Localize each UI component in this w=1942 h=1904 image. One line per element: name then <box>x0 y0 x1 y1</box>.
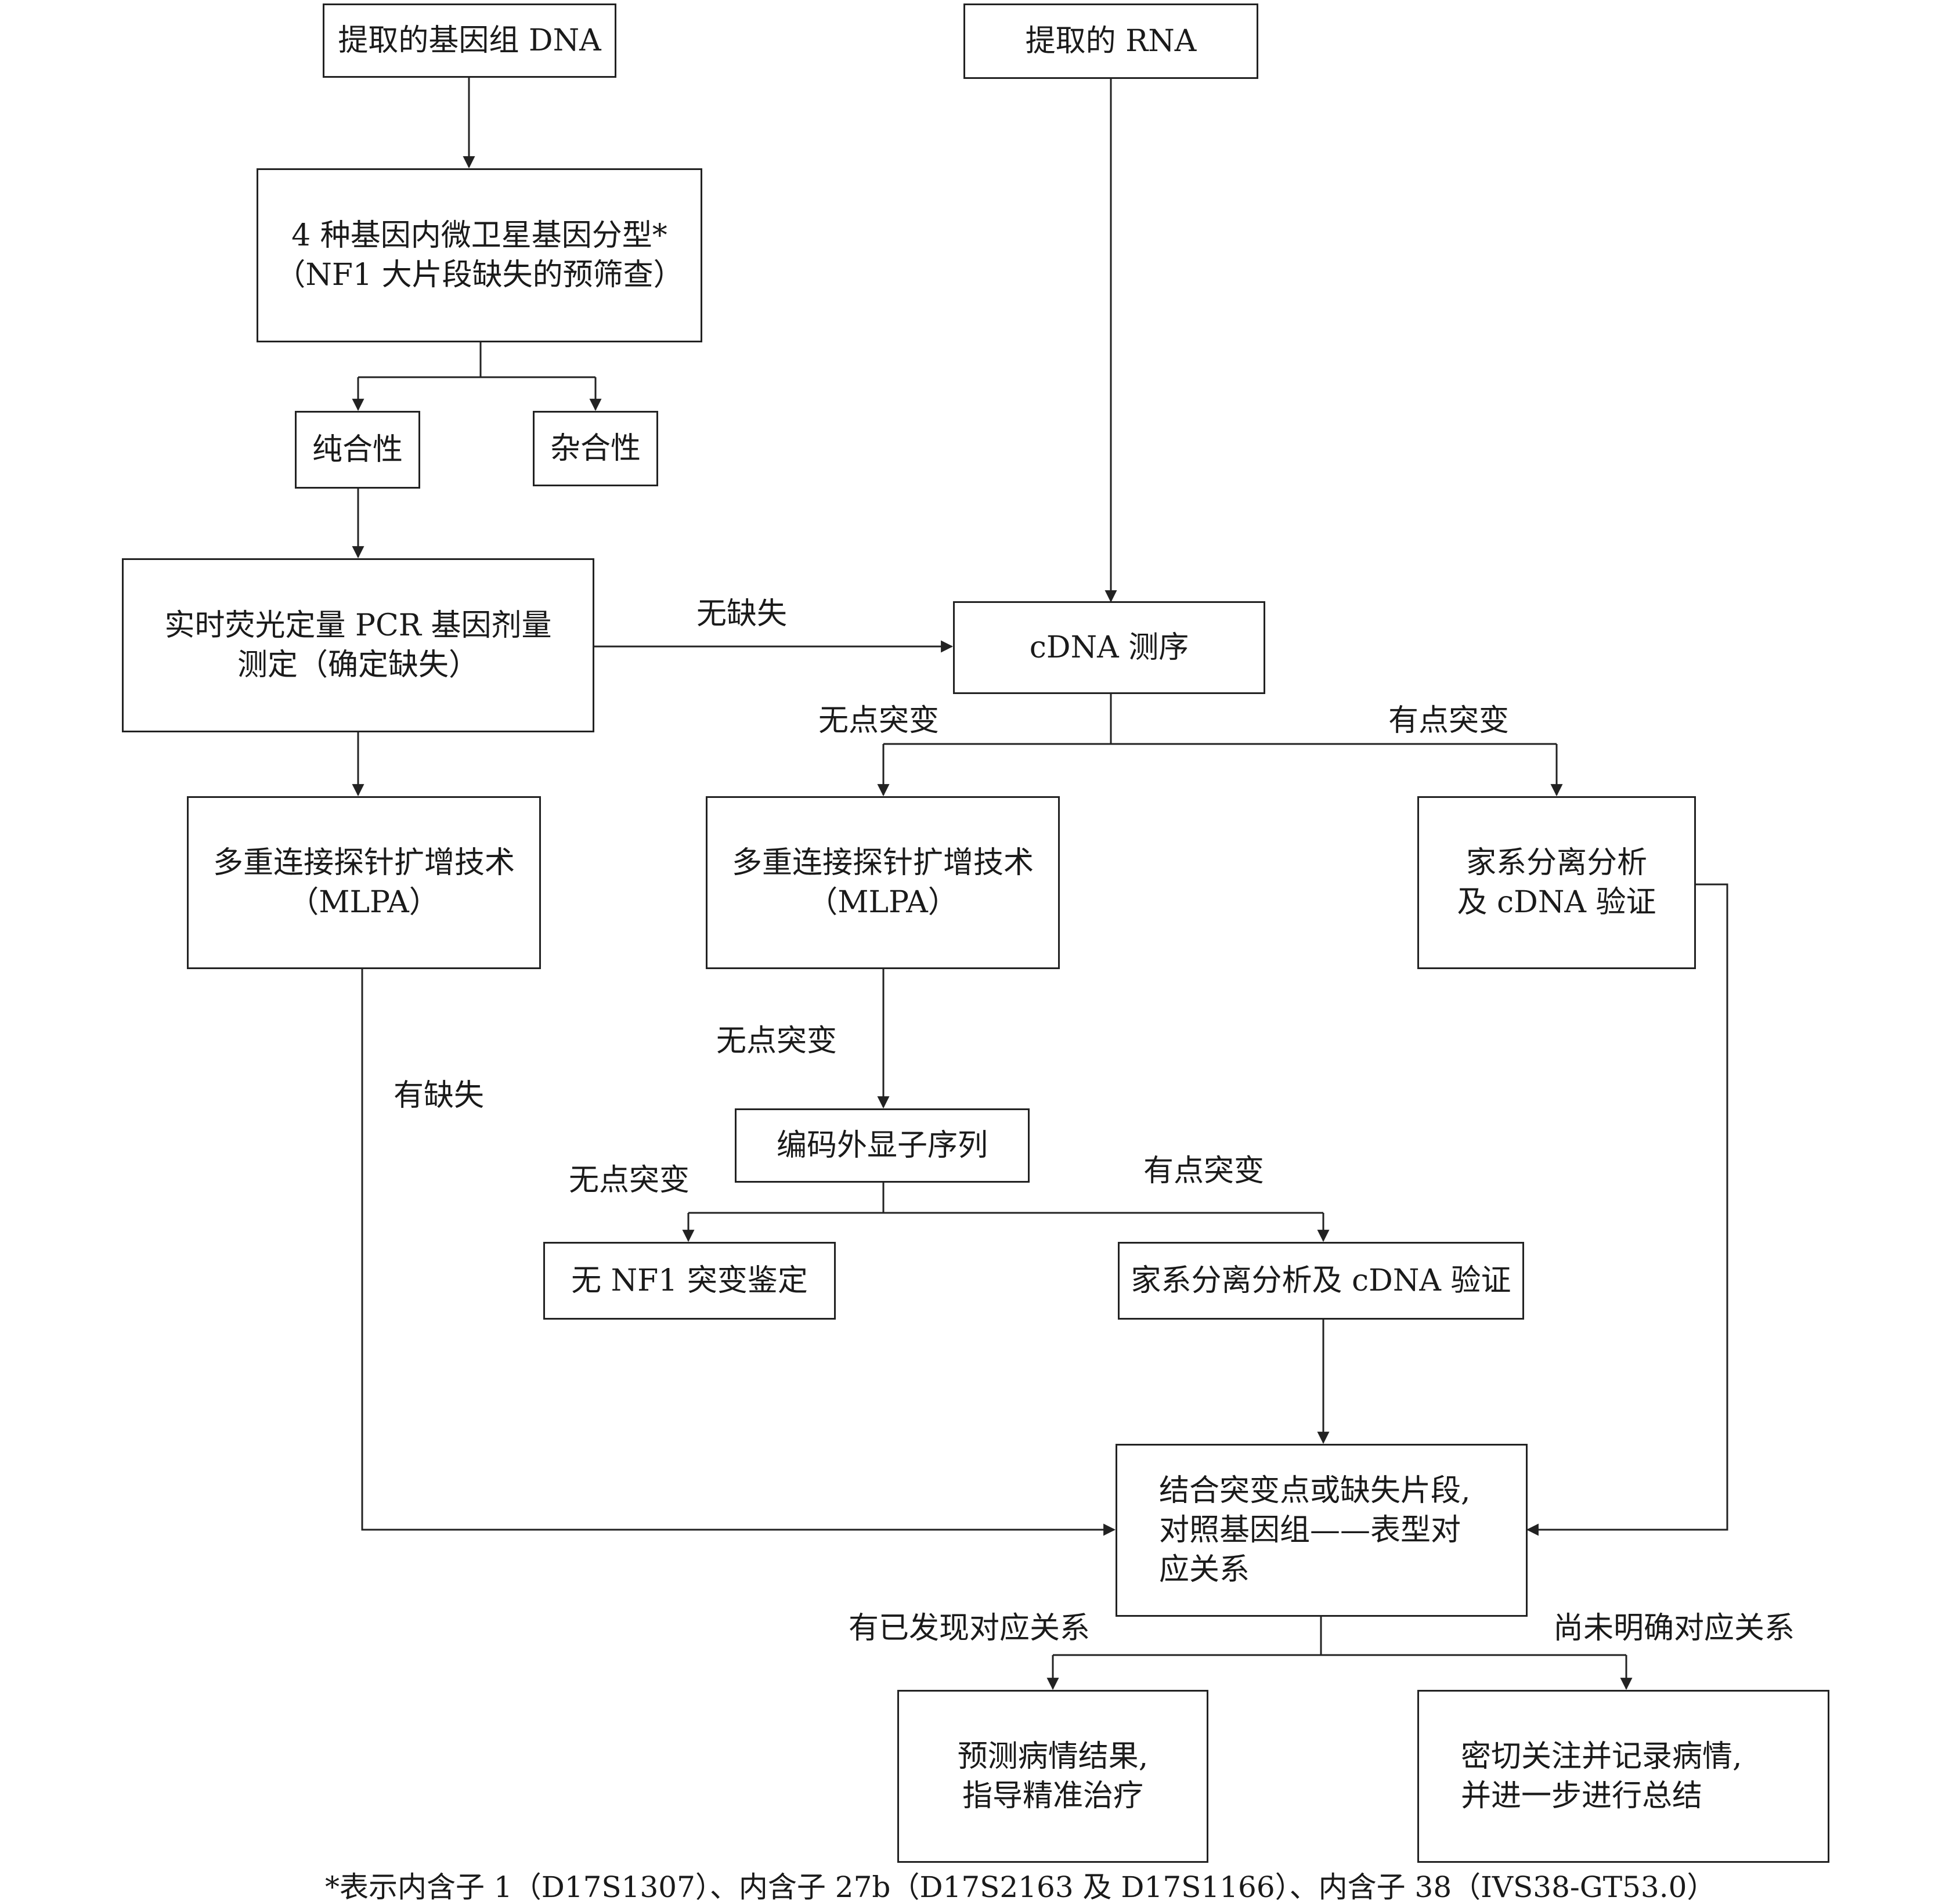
node-line: （NF1 大片段缺失的预筛查） <box>275 258 684 292</box>
node-no-nf1-mutation: 无 NF1 突变鉴定 <box>543 1242 836 1320</box>
node-combine-genotype-phenotype: 结合突变点或缺失片段, 对照基因组——表型对 应关系 <box>1116 1444 1528 1617</box>
node-text: 结合突变点或缺失片段, 对照基因组——表型对 应关系 <box>1159 1471 1471 1589</box>
node-qpcr: 实时荧光定量 PCR 基因剂量 测定（确定缺失） <box>122 558 594 732</box>
node-line: 结合突变点或缺失片段, <box>1159 1473 1471 1508</box>
node-family-analysis-middle: 家系分离分析及 cDNA 验证 <box>1118 1242 1524 1320</box>
node-text: 4 种基因内微卫星基因分型* （NF1 大片段缺失的预筛查） <box>275 216 683 295</box>
node-line: 及 cDNA 验证 <box>1457 885 1656 920</box>
node-line: 家系分离分析 <box>1465 846 1647 880</box>
node-line: 预测病情结果, <box>957 1739 1149 1774</box>
node-line: 对照基因组——表型对 <box>1159 1513 1461 1548</box>
node-line: 4 种基因内微卫星基因分型* <box>291 218 667 253</box>
arrow-family-right-to-combine <box>1526 883 1728 1536</box>
node-line: 应关系 <box>1159 1552 1250 1587</box>
node-line: 实时荧光定量 PCR 基因剂量 <box>164 608 552 643</box>
node-family-analysis-right: 家系分离分析 及 cDNA 验证 <box>1417 796 1696 969</box>
node-extracted-dna: 提取的基因组 DNA <box>323 3 616 78</box>
edge-label-no-point-mutation-cdna: 无点突变 <box>818 703 940 738</box>
node-line: 测定（确定缺失） <box>237 648 479 682</box>
node-text: 家系分离分析及 cDNA 验证 <box>1131 1261 1511 1300</box>
split-microsat <box>358 342 595 378</box>
edge-label-found-relation: 有已发现对应关系 <box>849 1611 1091 1646</box>
node-text: 纯合性 <box>312 430 403 469</box>
edge-label-no-point-mutation-mlpa: 无点突变 <box>716 1024 838 1058</box>
node-homozygous: 纯合性 <box>295 411 420 489</box>
node-text: 提取的 RNA <box>1026 21 1197 61</box>
node-text: 预测病情结果, 指导精准治疗 <box>958 1737 1149 1816</box>
node-monitor-condition: 密切关注并记录病情, 并进一步进行总结 <box>1417 1690 1829 1863</box>
arrow-mlpa-left-to-combine <box>361 969 1116 1536</box>
edge-label-point-mutation-exon: 有点突变 <box>1143 1154 1265 1188</box>
node-line: 多重连接探针扩增技术 <box>212 846 515 880</box>
node-text: cDNA 测序 <box>1030 628 1189 667</box>
node-extracted-rna: 提取的 RNA <box>963 3 1258 79</box>
node-line: 无 NF1 突变鉴定 <box>571 1263 808 1298</box>
node-line: 指导精准治疗 <box>962 1779 1143 1813</box>
node-exon-sequencing: 编码外显子序列 <box>735 1108 1030 1183</box>
node-heterozygous: 杂合性 <box>533 411 658 486</box>
node-line: 并进一步进行总结 <box>1461 1779 1703 1813</box>
node-text: 杂合性 <box>550 429 641 468</box>
node-line: cDNA 测序 <box>1029 630 1189 665</box>
node-line: 纯合性 <box>312 432 403 467</box>
split-cdna <box>883 694 1557 745</box>
node-text: 密切关注并记录病情, 并进一步进行总结 <box>1461 1737 1742 1816</box>
node-line: （MLPA） <box>288 885 439 920</box>
node-line: （MLPA） <box>807 885 958 920</box>
edge-label-no-deletion: 无缺失 <box>696 597 788 631</box>
node-text: 提取的基因组 DNA <box>338 21 601 60</box>
split-exon <box>688 1183 1323 1214</box>
node-line: 提取的 RNA <box>1025 24 1197 59</box>
node-line: 家系分离分析及 cDNA 验证 <box>1131 1263 1511 1298</box>
edge-label-unclear-relation: 尚未明确对应关系 <box>1553 1611 1795 1646</box>
node-text: 多重连接探针扩增技术 （MLPA） <box>732 843 1034 922</box>
node-text: 家系分离分析 及 cDNA 验证 <box>1457 843 1656 922</box>
node-line: 密切关注并记录病情, <box>1461 1739 1742 1774</box>
node-mlpa-left: 多重连接探针扩增技术 （MLPA） <box>187 796 541 969</box>
node-predict-outcome: 预测病情结果, 指导精准治疗 <box>897 1690 1208 1863</box>
node-microsatellite-genotyping: 4 种基因内微卫星基因分型* （NF1 大片段缺失的预筛查） <box>257 168 702 342</box>
node-mlpa-middle: 多重连接探针扩增技术 （MLPA） <box>706 796 1060 969</box>
node-text: 编码外显子序列 <box>777 1126 988 1165</box>
node-text: 实时荧光定量 PCR 基因剂量 测定（确定缺失） <box>165 606 552 685</box>
node-cdna-sequencing: cDNA 测序 <box>953 601 1265 694</box>
node-line: 多重连接探针扩增技术 <box>731 846 1034 880</box>
edge-label-no-point-mutation-exon: 无点突变 <box>569 1163 690 1198</box>
edge-label-has-deletion: 有缺失 <box>394 1078 485 1113</box>
node-text: 无 NF1 突变鉴定 <box>571 1261 808 1300</box>
node-line: 编码外显子序列 <box>776 1128 988 1163</box>
node-line: 杂合性 <box>550 431 641 466</box>
footnote: *表示内含子 1（D17S1307）、内含子 27b（D17S2163 及 D1… <box>325 1870 1716 1904</box>
edge-label-point-mutation-cdna: 有点突变 <box>1388 703 1510 738</box>
node-line: 提取的基因组 DNA <box>338 23 601 58</box>
node-text: 多重连接探针扩增技术 （MLPA） <box>213 843 515 922</box>
split-combine <box>1053 1617 1626 1656</box>
